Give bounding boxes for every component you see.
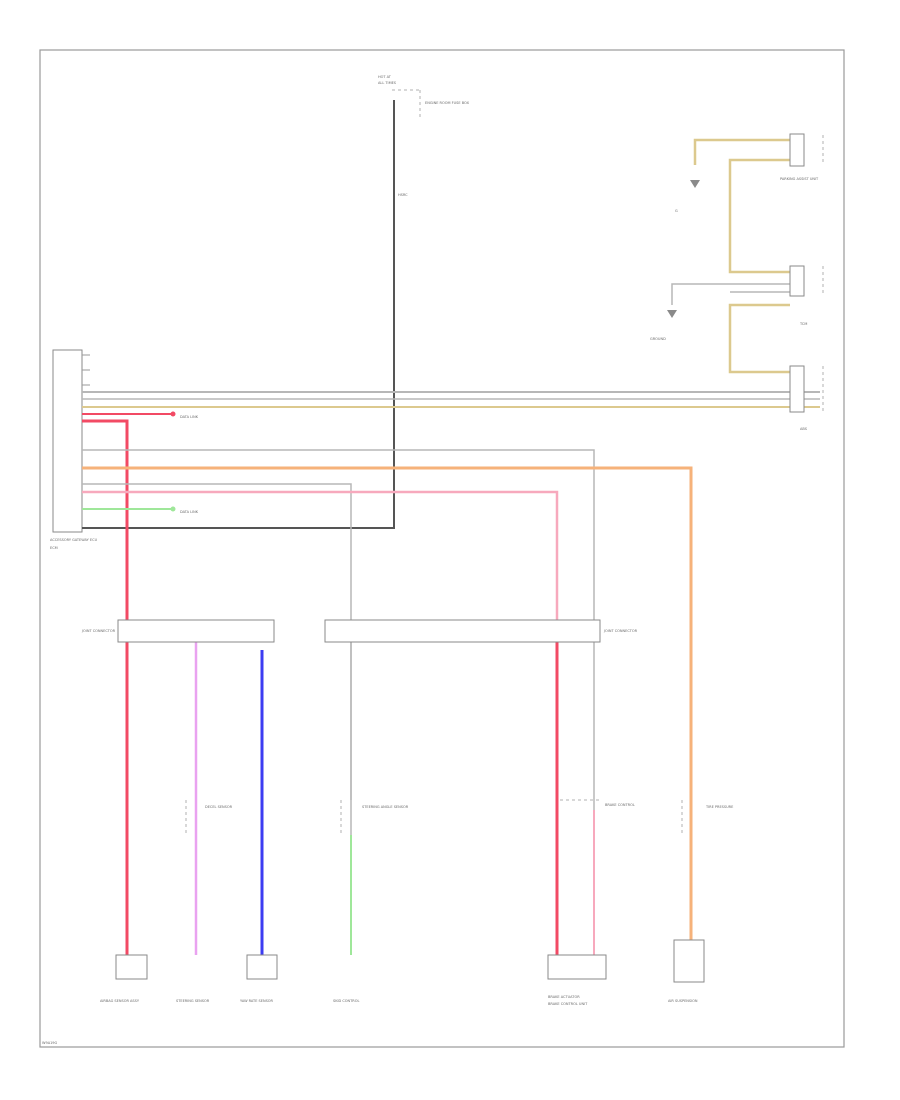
wires	[82, 100, 820, 955]
top-fuse: HOT AT ALL TIMES ENGINE ROOM FUSE BOX HS…	[378, 75, 470, 197]
abs-label: ABS	[800, 427, 808, 431]
component-4-label: SKID CONTROL	[333, 999, 359, 1003]
jc-left-label: JOINT CONNECTOR	[81, 629, 116, 633]
top-header-1: HOT AT	[378, 75, 392, 79]
data-link-labels: DATA LINK DATA LINK	[170, 411, 199, 514]
footer-code: W9A19G	[42, 1041, 58, 1045]
jc-right-label: JOINT CONNECTOR	[603, 629, 638, 633]
top-fuse-label: ENGINE ROOM FUSE BOX	[425, 101, 470, 105]
tire-pres-label: TIRE PRESSURE	[705, 805, 733, 809]
steer-angle-label: STEERING ANGLE SENSOR	[362, 805, 409, 809]
data-link-label-1: DATA LINK	[180, 415, 199, 419]
tcm-label: TCM	[799, 322, 807, 326]
left-module-sub: ECM	[50, 546, 58, 550]
component-box-1	[115, 954, 148, 980]
mid-sensors: DECEL SENSOR STEERING ANGLE SENSOR BRAKE…	[185, 799, 733, 835]
joint-connector-right: JOINT CONNECTOR	[324, 619, 638, 643]
top-header-2: ALL TIMES	[378, 81, 397, 85]
ground-label-1: G	[675, 209, 678, 213]
component-box-5	[547, 954, 607, 980]
left-module-label: ACCESSORY GATEWAY ECU	[50, 538, 98, 542]
hsrc-label: HSRC	[398, 193, 408, 197]
yaw-sensor-label: DECEL SENSOR	[205, 805, 233, 809]
component-5-label: BRAKE ACTUATOR	[548, 995, 580, 999]
component-box-6	[673, 939, 705, 983]
component-2-label: STEERING SENSOR	[176, 999, 210, 1003]
component-box-3	[246, 954, 278, 980]
ground-symbol-1: G	[675, 180, 700, 213]
ground-label-2: GROUND	[650, 337, 666, 341]
brake-ctrl-label: BRAKE CONTROL	[605, 803, 635, 807]
bottom-components: AIRBAG SENSOR ASSY STEERING SENSOR YAW R…	[100, 939, 705, 1006]
data-link-label-2: DATA LINK	[180, 510, 199, 514]
component-6-label: AIR SUSPENSION	[668, 999, 698, 1003]
left-module: ACCESSORY GATEWAY ECU ECM	[50, 349, 98, 550]
ground-symbol-2: GROUND	[650, 310, 677, 341]
component-1-label: AIRBAG SENSOR ASSY	[100, 999, 140, 1003]
top-right-units: PARKING ASSIST UNIT TCM ABS G GROUND	[650, 133, 824, 431]
joint-connector-left: JOINT CONNECTOR	[81, 619, 275, 643]
component-3-label: YAW RATE SENSOR	[240, 999, 274, 1003]
diagram-frame	[39, 49, 845, 1048]
pass-brake-label: BRAKE CONTROL UNIT	[548, 1002, 588, 1006]
park-unit-label: PARKING ASSIST UNIT	[780, 177, 819, 181]
